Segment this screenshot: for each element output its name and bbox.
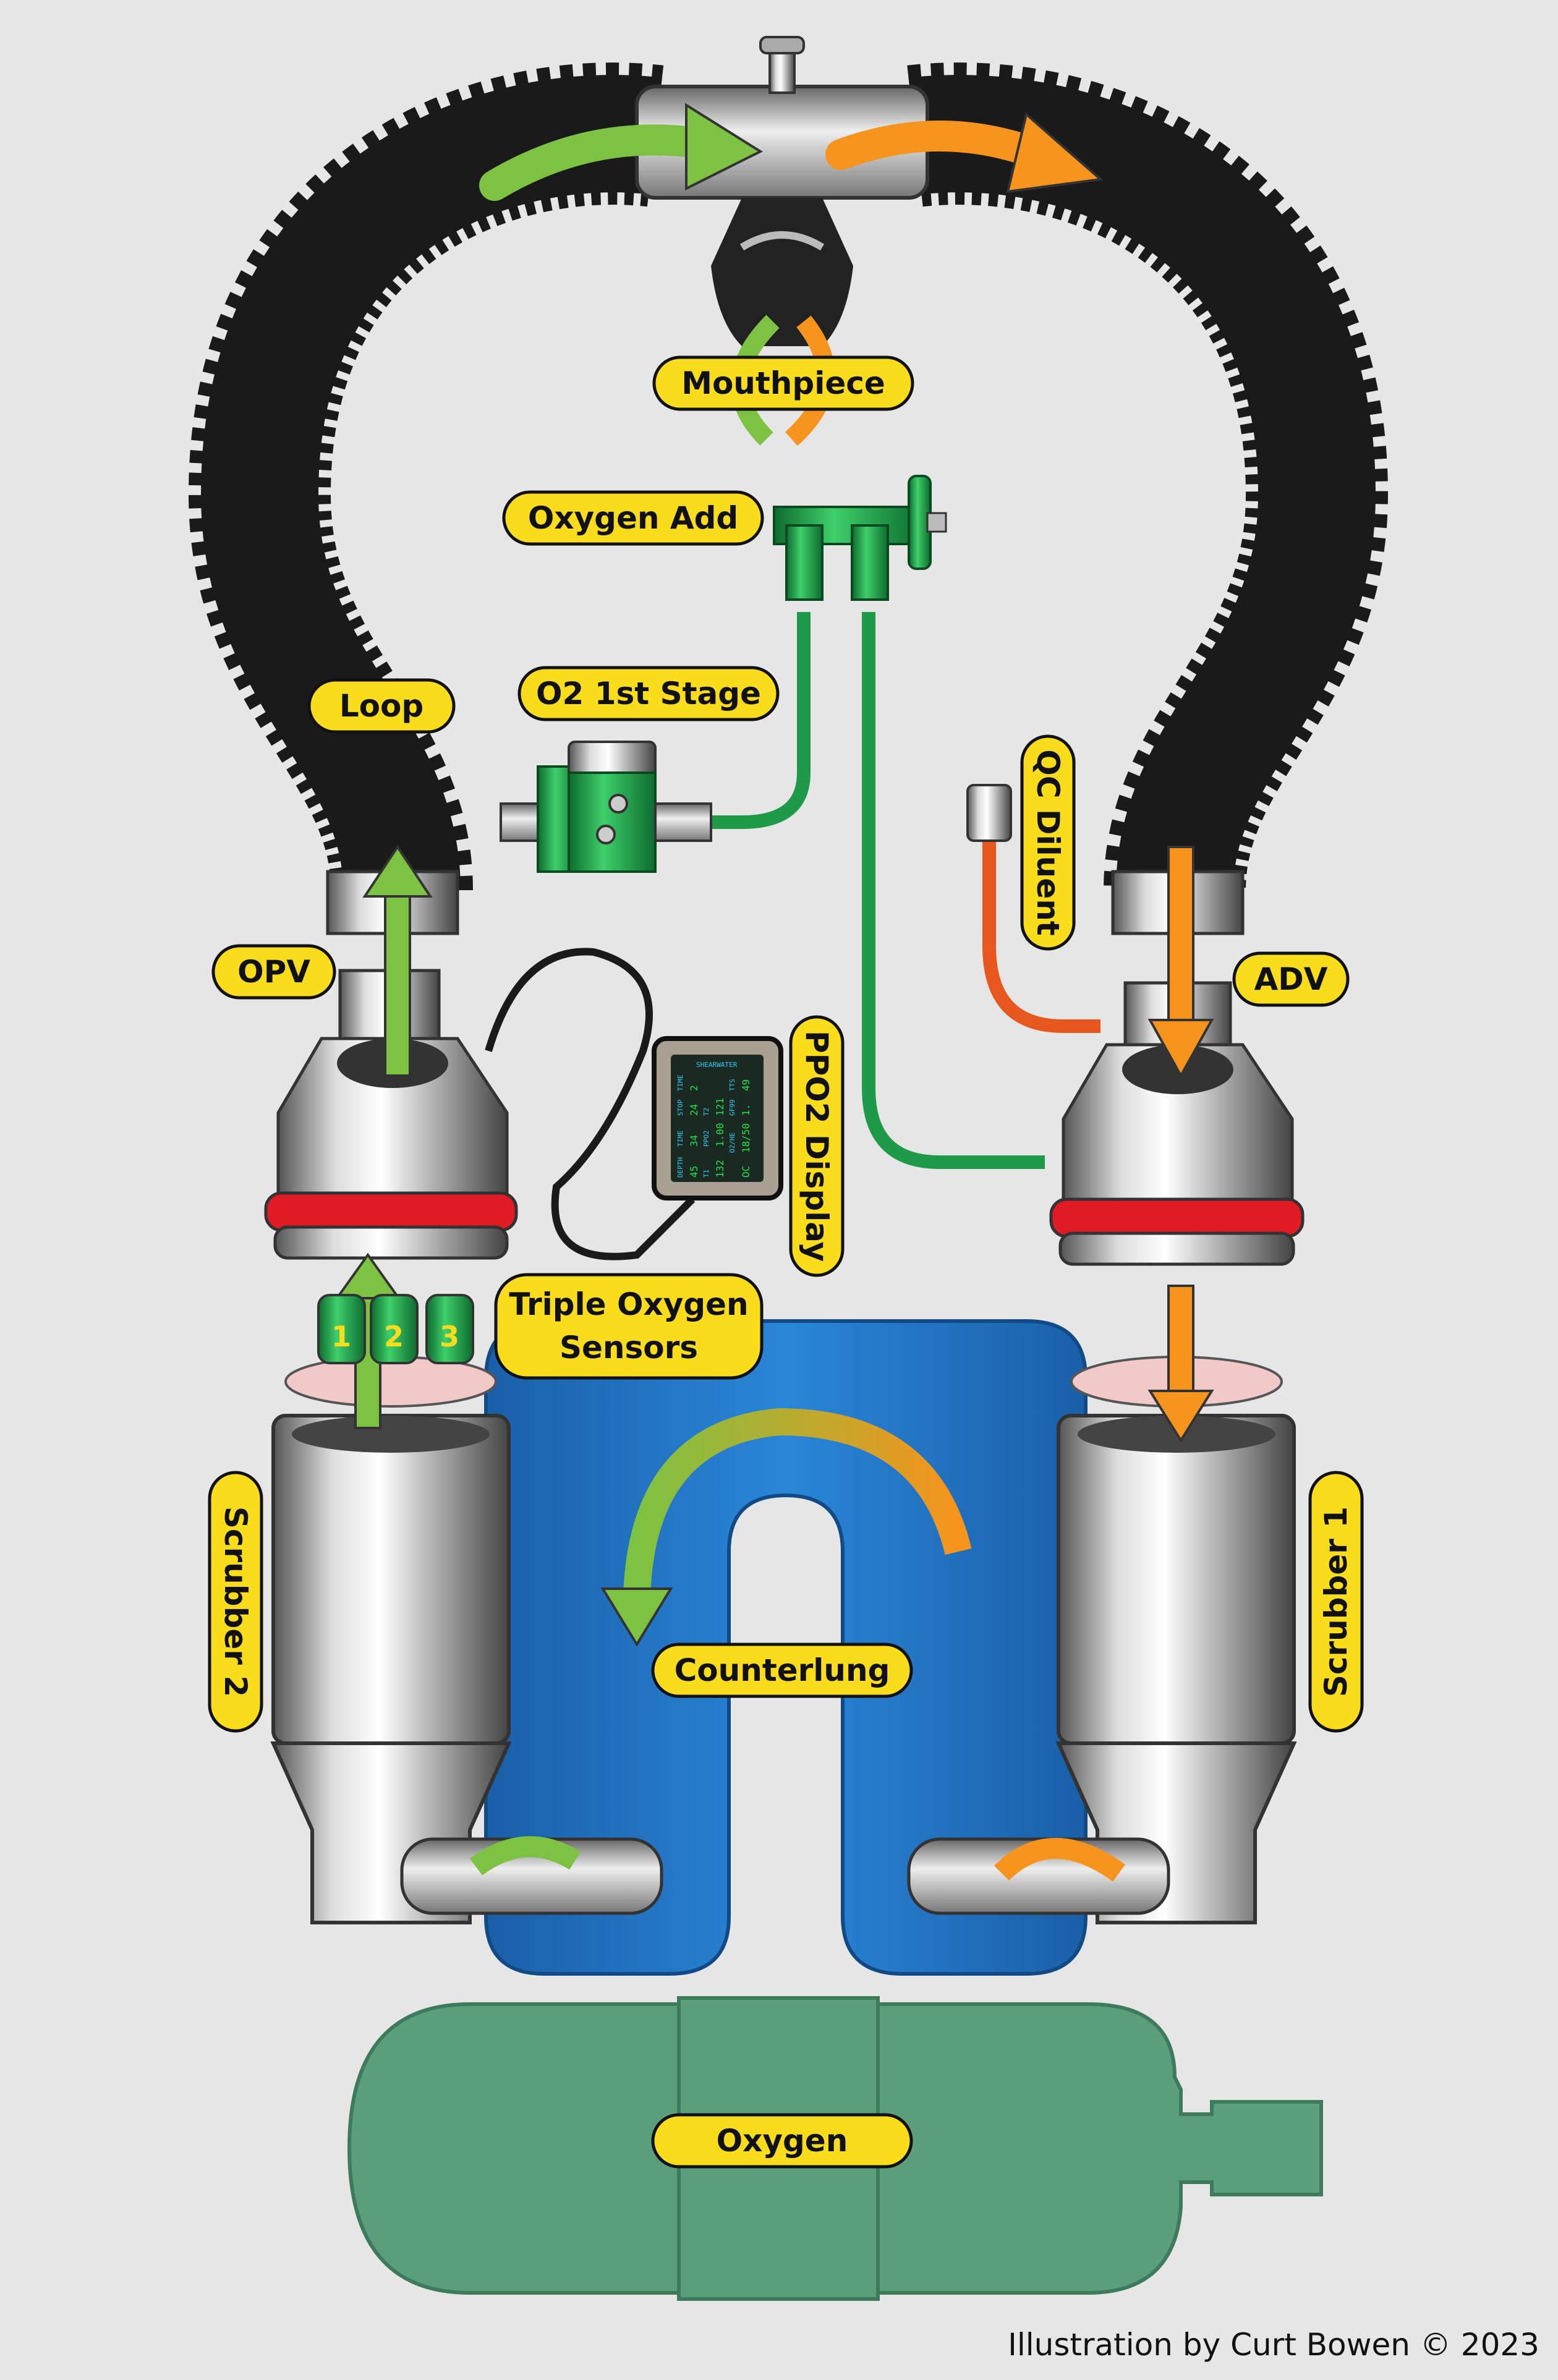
display-t1-label: T1 (702, 1170, 710, 1178)
display-ppo2-label: PPO2 (702, 1131, 710, 1147)
display-tts-label: TTS (728, 1079, 736, 1091)
svg-text:Counterlung: Counterlung (675, 1652, 890, 1688)
inhale-arrowhead-top (685, 103, 764, 191)
oxygen-sensors: 1 2 3 (317, 1294, 474, 1364)
exhale-arrowhead-top (1006, 112, 1104, 193)
label-oxygen: Oxygen (651, 2113, 913, 2169)
mouthpiece (711, 198, 853, 346)
t-piece (635, 36, 929, 200)
label-oxygen-add: Oxygen Add (502, 490, 764, 546)
svg-text:Loop: Loop (339, 688, 424, 724)
svg-text:Oxygen Add: Oxygen Add (528, 500, 738, 536)
ppo2-display-device: SHEARWATER DEPTH TIME STOP TIME 45 34 24… (652, 1036, 783, 1201)
exhale-flow-arrow-top (825, 121, 1054, 170)
svg-text:Triple Oxygen: Triple Oxygen (509, 1286, 748, 1322)
svg-text:Mouthpiece: Mouthpiece (681, 365, 885, 401)
scrubber2-flow-arrow (469, 1836, 581, 1876)
label-adv: ADV (1232, 951, 1350, 1007)
display-stoptime-label: TIME (676, 1075, 684, 1092)
display-t2: 121 (714, 1098, 726, 1116)
sensor-cable (485, 948, 696, 1260)
svg-text:PPO2 Display: PPO2 Display (799, 1031, 835, 1262)
svg-text:ADV: ADV (1254, 961, 1328, 997)
breathing-loop-hose (188, 62, 1389, 893)
sensor-2-number: 2 (384, 1320, 404, 1353)
svg-text:QC Diluent: QC Diluent (1030, 749, 1066, 935)
svg-text:Scrubber 1: Scrubber 1 (1318, 1507, 1354, 1697)
sensor-1-number: 1 (331, 1320, 351, 1353)
oxygen-add-valve (773, 475, 947, 601)
counterlung-flow-arrow (623, 1408, 972, 1596)
svg-text:O2 1st Stage: O2 1st Stage (536, 676, 761, 712)
display-stop-label: STOP (676, 1099, 684, 1116)
sensor-3-number: 3 (440, 1320, 459, 1353)
display-gf: 1. (740, 1104, 752, 1116)
diluent-hose (982, 828, 1100, 1033)
label-mouthpiece: Mouthpiece (652, 355, 914, 411)
label-qc-diluent: QC Diluent (1020, 734, 1076, 951)
display-brand: SHEARWATER (696, 1061, 738, 1069)
counterlung-connectors (400, 1837, 1170, 1915)
display-gas-label: O2/HE (728, 1133, 736, 1153)
display-stop: 24 (688, 1104, 700, 1116)
label-scrubber-1: Scrubber 1 (1308, 1471, 1364, 1733)
inhale-arrow-opv (362, 844, 433, 1077)
display-mode: OC (740, 1166, 752, 1178)
o2-first-stage (500, 741, 712, 873)
display-depth: 45 (688, 1166, 700, 1178)
display-gas: 18/50 (740, 1123, 752, 1153)
display-t2-label: T2 (702, 1108, 710, 1116)
inhale-flow-arrow-top (479, 124, 708, 201)
display-tts: 49 (740, 1079, 752, 1091)
display-time-label: TIME (676, 1131, 684, 1147)
exhale-arrow-scrubber1 (1147, 1285, 1214, 1443)
illustration-credit: Illustration by Curt Bowen © 2023 (1008, 2327, 1539, 2363)
display-gf-label: GF99 (728, 1100, 736, 1116)
scrubber-2 (270, 1356, 512, 1924)
oxygen-hose-to-adv (862, 612, 1045, 1169)
display-ppo2: 1.00 (714, 1123, 726, 1147)
exhale-arrow-adv (1147, 846, 1214, 1079)
label-loop: Loop (307, 678, 456, 734)
label-counterlung: Counterlung (651, 1643, 913, 1698)
label-opv: OPV (211, 944, 336, 1000)
svg-text:OPV: OPV (237, 954, 310, 990)
label-ppo2-display: PPO2 Display (789, 1015, 845, 1277)
label-triple-oxygen-sensors: Triple Oxygen Sensors (494, 1273, 764, 1380)
svg-text:Sensors: Sensors (560, 1330, 698, 1366)
display-time: 34 (688, 1135, 700, 1147)
label-scrubber-2: Scrubber 2 (208, 1471, 263, 1733)
qc-diluent-fitting (966, 784, 1012, 842)
scrubber1-flow-arrow (994, 1838, 1125, 1882)
svg-text:Scrubber 2: Scrubber 2 (218, 1507, 253, 1697)
oxygen-hose-to-first-stage (705, 612, 811, 829)
label-o2-first-stage: O2 1st Stage (517, 666, 780, 721)
svg-text:Oxygen: Oxygen (717, 2123, 848, 2159)
display-t1: 132 (714, 1160, 726, 1178)
counterlung-arrowhead (600, 1587, 673, 1647)
display-depth-label: DEPTH (676, 1157, 684, 1178)
display-stoptime: 2 (688, 1085, 700, 1091)
